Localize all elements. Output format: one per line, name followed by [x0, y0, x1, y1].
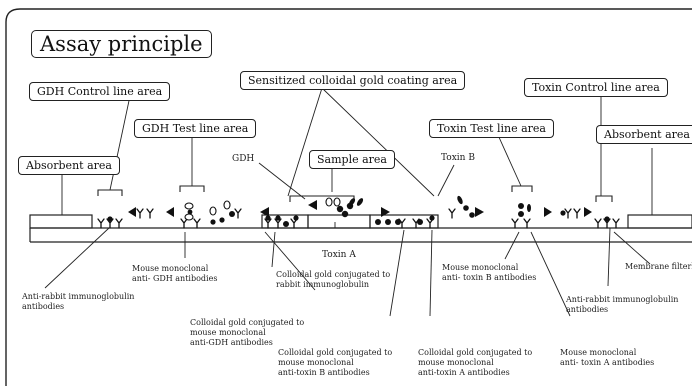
- anti-rabbit-right-label: Anti-rabbit immunoglobulin antibodies: [566, 295, 678, 315]
- label-line: mouse monoclonal: [418, 358, 494, 367]
- label-line: anti- toxin A antibodies: [560, 358, 655, 367]
- toxin-a-label: Toxin A: [322, 250, 356, 260]
- anti-rabbit-left-label: Anti-rabbit immunoglobulin antibodies: [22, 292, 134, 312]
- cg-toxin-b-label: Colloidal gold conjugated to mouse monoc…: [278, 348, 392, 378]
- label-line: rabbit immunoglobulin: [276, 280, 370, 289]
- sample-area: Sample area: [309, 150, 395, 169]
- capture-antibodies: [97, 208, 620, 229]
- test-strip: [29, 214, 692, 243]
- label-line: antibodies: [22, 302, 65, 311]
- label-line: Mouse monoclonal: [442, 263, 519, 272]
- label-line: Anti-rabbit immunoglobulin: [566, 295, 679, 304]
- gold-particles: [107, 202, 610, 227]
- label-line: anti-toxin A antibodies: [418, 368, 510, 377]
- label-line: Anti-rabbit immunoglobulin: [22, 292, 135, 301]
- toxin-b-label: Toxin B: [441, 153, 475, 163]
- label-line: mouse monoclonal: [190, 328, 266, 337]
- cg-rabbit-label: Colloidal gold conjugated to rabbit immu…: [276, 270, 390, 290]
- label-line: anti-toxin B antibodies: [278, 368, 370, 377]
- label-line: antibodies: [566, 305, 609, 314]
- label-line: Colloidal gold conjugated to: [418, 348, 533, 357]
- label-line: Mouse monoclonal: [132, 264, 209, 273]
- page-title: Assay principle: [31, 30, 212, 58]
- outer-frame: [5, 8, 692, 386]
- sensitized-coating-area: Sensitized colloidal gold coating area: [240, 71, 466, 90]
- toxin-test-line-area: Toxin Test line area: [429, 119, 554, 138]
- label-line: Colloidal gold conjugated to: [276, 270, 391, 279]
- mouse-anti-toxin-b-label: Mouse monoclonal anti- toxin B antibodie…: [442, 263, 536, 283]
- membrane-filter-label: Membrane filterl: [625, 262, 692, 271]
- cg-toxin-a-label: Colloidal gold conjugated to mouse monoc…: [418, 348, 532, 378]
- flow-arrows: [128, 200, 592, 217]
- gdh-molecules: [184, 197, 341, 221]
- label-line: Colloidal gold conjugated to: [190, 318, 305, 327]
- label-line: anti- GDH antibodies: [132, 274, 218, 283]
- label-line: anti-GDH antibodies: [190, 338, 273, 347]
- mouse-anti-toxin-a-label: Mouse monoclonal anti- toxin A antibodie…: [560, 348, 654, 368]
- gdh-test-line-area: GDH Test line area: [134, 119, 257, 138]
- label-line: Colloidal gold conjugated to: [278, 348, 393, 357]
- leader-lines: [44, 87, 653, 317]
- label-line: Mouse monoclonal: [560, 348, 637, 357]
- gdh-control-line-area: GDH Control line area: [29, 82, 171, 101]
- mouse-anti-gdh-label: Mouse monoclonal anti- GDH antibodies: [132, 264, 217, 284]
- absorbent-area-left: Absorbent area: [18, 156, 120, 175]
- label-line: anti- toxin B antibodies: [442, 273, 537, 282]
- absorbent-area-right: Absorbent area: [596, 125, 692, 144]
- toxin-control-line-area: Toxin Control line area: [524, 78, 668, 97]
- cg-gdh-label: Colloidal gold conjugated to mouse monoc…: [190, 318, 304, 348]
- toxin-b-molecules: [348, 195, 531, 212]
- gdh-label: GDH: [232, 154, 255, 164]
- label-line: mouse monoclonal: [278, 358, 354, 367]
